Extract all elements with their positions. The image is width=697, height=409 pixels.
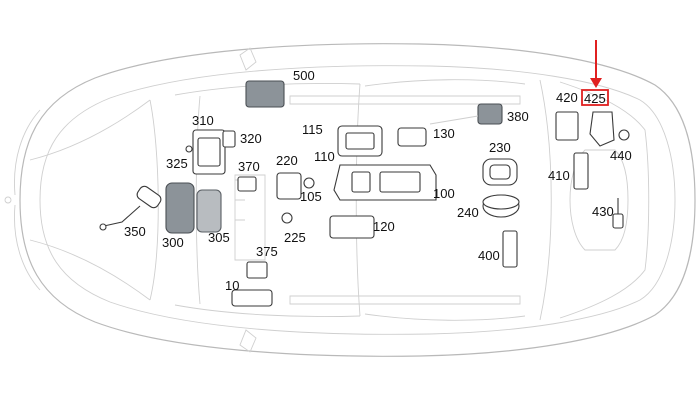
label-325: 325 (166, 156, 188, 171)
part-425-shape (589, 111, 615, 147)
label-400: 400 (478, 248, 500, 263)
part-375-shape (246, 261, 268, 279)
label-115: 115 (302, 122, 323, 137)
label-420: 420 (556, 90, 578, 105)
label-320: 320 (240, 131, 262, 146)
label-120: 120 (373, 219, 395, 234)
highlight-arrowhead (590, 78, 602, 88)
part-120-shape (329, 215, 375, 239)
part-labels: 500 310 320 325 115 110 130 380 420 425 … (124, 68, 632, 293)
part-220-shape (276, 172, 302, 200)
part-320-shape (222, 130, 236, 148)
label-130: 130 (433, 126, 455, 141)
label-440: 440 (610, 148, 632, 163)
part-300-shape (165, 182, 195, 234)
label-300: 300 (162, 235, 184, 250)
part-410-shape (573, 152, 589, 190)
label-430: 430 (592, 204, 614, 219)
label-105: 105 (300, 189, 322, 204)
label-110: 110 (314, 149, 335, 164)
part-10-shape (231, 289, 273, 307)
part-380-shape (477, 103, 503, 125)
highlight-marker (581, 40, 609, 106)
parts (99, 80, 630, 307)
part-325-shape (185, 145, 193, 153)
label-305: 305 (208, 230, 230, 245)
part-430-shape (612, 213, 624, 229)
label-500: 500 (293, 68, 315, 83)
label-350: 350 (124, 224, 146, 239)
label-370: 370 (238, 159, 260, 174)
part-420-shape (555, 111, 579, 141)
label-410: 410 (548, 168, 570, 183)
label-230: 230 (489, 140, 511, 155)
part-370-shape (237, 176, 257, 192)
label-220: 220 (276, 153, 298, 168)
label-375: 375 (256, 244, 278, 259)
part-350-shape (136, 185, 162, 209)
part-440-shape (618, 129, 630, 141)
label-100: 100 (433, 186, 455, 201)
label-10: 10 (225, 278, 239, 293)
part-105-shape (303, 177, 315, 189)
part-305-shape (196, 189, 222, 233)
label-380: 380 (507, 109, 529, 124)
label-225: 225 (284, 230, 306, 245)
part-400-shape (502, 230, 518, 268)
car-outline (4, 43, 696, 357)
label-310: 310 (192, 113, 214, 128)
label-240: 240 (457, 205, 479, 220)
part-500-shape (245, 80, 285, 108)
highlight-box (581, 89, 609, 106)
part-130-shape (397, 127, 427, 147)
label-425: 425 (584, 91, 606, 106)
part-225-shape (281, 212, 293, 224)
